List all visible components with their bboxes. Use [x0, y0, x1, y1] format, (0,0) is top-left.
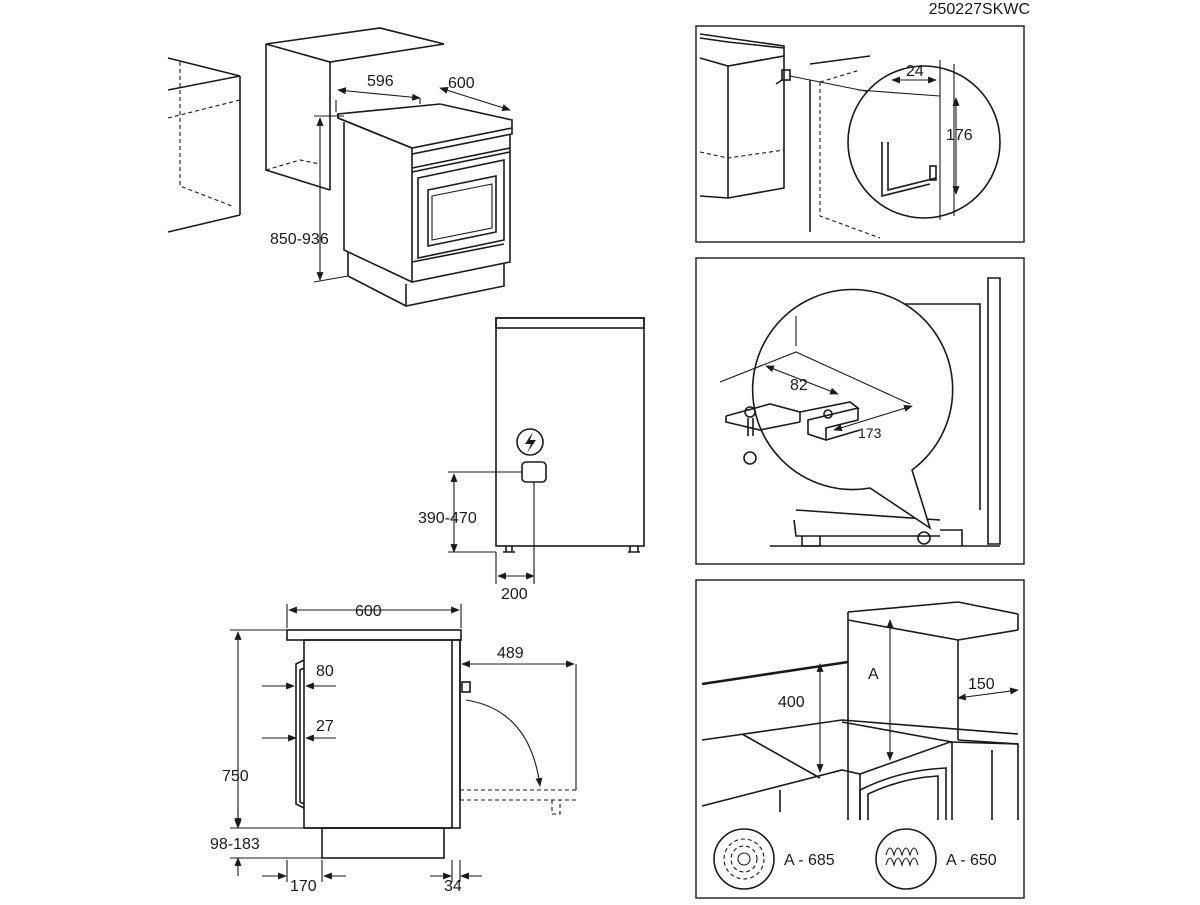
hob-induction-icon [713, 828, 775, 890]
dim-750: 750 [222, 768, 249, 785]
dim-390-470: 390-470 [418, 510, 477, 527]
hob-radiant-icon [875, 828, 937, 890]
dim-200: 200 [501, 586, 528, 603]
dim-400: 400 [778, 694, 805, 711]
cooker-body [337, 103, 513, 307]
dim-24: 24 [906, 63, 924, 80]
isometric-cooker-view: 596 600 850-936 [167, 27, 513, 307]
panel-anti-tilt: 82 173 [695, 257, 1025, 565]
dim-80: 80 [316, 663, 334, 680]
dim-600-side: 600 [355, 603, 382, 620]
side-section-view: 600 489 80 27 750 98-183 170 34 [210, 603, 577, 895]
dim-176: 176 [946, 127, 973, 144]
hood-label-a: A [868, 666, 879, 683]
panel-wall-bracket: 24 176 [695, 25, 1025, 243]
diagram-code: 250227SKWC [929, 1, 1030, 18]
label-a-650: A - 650 [946, 852, 997, 869]
left-cabinet [167, 57, 241, 233]
dim-600-top: 600 [448, 75, 475, 92]
label-a-685: A - 685 [784, 852, 835, 869]
dim-150: 150 [968, 676, 995, 693]
socket-position-view: 390-470 200 [418, 317, 645, 603]
dim-850-936: 850-936 [270, 231, 329, 248]
dim-82: 82 [790, 377, 808, 394]
panel-hood-clearance: 400 A 150 A - 685 A - 650 [695, 579, 1025, 899]
dim-170: 170 [290, 878, 317, 895]
dim-489: 489 [497, 645, 524, 662]
dim-27: 27 [316, 718, 334, 735]
socket-box [521, 461, 547, 483]
dim-34: 34 [444, 878, 462, 895]
dim-173: 173 [858, 425, 882, 441]
dim-596: 596 [367, 73, 394, 90]
right-cabinet [265, 27, 445, 191]
lightning-icon [516, 428, 544, 456]
dim-98-183: 98-183 [210, 836, 260, 853]
